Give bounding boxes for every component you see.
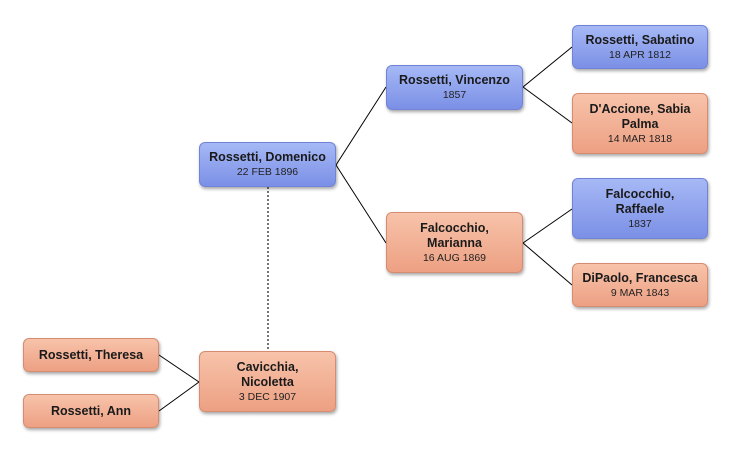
person-name: D'Accione, Sabia Palma bbox=[589, 101, 691, 131]
person-date: 3 DEC 1907 bbox=[238, 390, 297, 403]
connector-vincenzo-sabia bbox=[522, 86, 573, 124]
person-name: Falcocchio, Raffaele bbox=[605, 186, 675, 216]
person-date: 16 AUG 1869 bbox=[422, 251, 487, 264]
person-card-theresa[interactable]: Rossetti, Theresa bbox=[23, 338, 159, 372]
connector-domenico-marianna bbox=[335, 164, 387, 244]
person-card-domenico[interactable]: Rossetti, Domenico 22 FEB 1896 bbox=[199, 142, 336, 187]
person-name: Cavicchia, Nicoletta bbox=[236, 359, 299, 389]
connector-nicoletta-theresa bbox=[158, 354, 200, 383]
person-date: 1857 bbox=[442, 89, 467, 101]
person-card-sabatino[interactable]: Rossetti, Sabatino 18 APR 1812 bbox=[572, 25, 708, 69]
person-name: DiPaolo, Francesca bbox=[582, 270, 698, 285]
person-date: 22 FEB 1896 bbox=[236, 166, 299, 178]
person-name: Rossetti, Sabatino bbox=[585, 32, 695, 47]
person-name: Rossetti, Domenico bbox=[209, 150, 326, 164]
connector-marianna-raffaele bbox=[522, 208, 573, 244]
connector-nicoletta-ann bbox=[158, 381, 200, 412]
connector-marianna-francesca bbox=[522, 242, 573, 286]
person-name: Rossetti, Theresa bbox=[38, 347, 144, 362]
person-date: 9 MAR 1843 bbox=[610, 286, 670, 299]
person-card-nicoletta[interactable]: Cavicchia, Nicoletta 3 DEC 1907 bbox=[199, 351, 336, 412]
person-name: Rossetti, Ann bbox=[50, 403, 132, 418]
person-name: Rossetti, Vincenzo bbox=[399, 73, 510, 87]
person-date: 18 APR 1812 bbox=[609, 48, 671, 61]
person-card-francesca[interactable]: DiPaolo, Francesca 9 MAR 1843 bbox=[572, 263, 708, 307]
person-name: Falcocchio, Marianna bbox=[420, 220, 489, 250]
person-card-raffaele[interactable]: Falcocchio, Raffaele 1837 bbox=[572, 178, 708, 239]
person-date: 1837 bbox=[628, 217, 652, 230]
connector-domenico-vincenzo bbox=[335, 86, 387, 166]
connector-vincenzo-sabatino bbox=[522, 46, 573, 88]
person-date: 14 MAR 1818 bbox=[607, 132, 673, 145]
person-card-sabia[interactable]: D'Accione, Sabia Palma 14 MAR 1818 bbox=[572, 93, 708, 154]
person-card-ann[interactable]: Rossetti, Ann bbox=[23, 394, 159, 428]
person-card-vincenzo[interactable]: Rossetti, Vincenzo 1857 bbox=[386, 65, 523, 110]
person-card-marianna[interactable]: Falcocchio, Marianna 16 AUG 1869 bbox=[386, 212, 523, 273]
